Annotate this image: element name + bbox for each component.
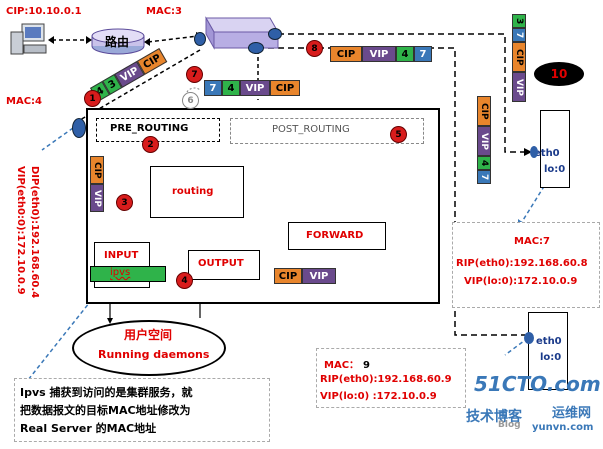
port-icon — [248, 42, 264, 54]
watermark-site4: yunvn.com — [532, 422, 594, 433]
packet-right: 3 7 CIP VIP — [512, 14, 526, 102]
rs2-port-icon — [524, 332, 534, 344]
step-3: 3 — [116, 194, 133, 211]
ipvs-label: ipvs — [110, 267, 131, 278]
router-icon — [90, 28, 146, 56]
port-icon — [194, 32, 206, 46]
rs1-rip: RIP(eth0):192.168.60.8 — [456, 258, 588, 269]
rs1-box — [540, 110, 570, 188]
rs2-mac: MAC：9 — [324, 360, 370, 371]
router-mac: MAC:3 — [146, 6, 182, 17]
step-2: 2 — [142, 136, 159, 153]
director-dip: DIP(eth0):192.168.60.4 — [29, 166, 40, 299]
rs1-port-icon — [530, 146, 538, 158]
rs2-box — [528, 312, 568, 390]
step-7: 7 — [186, 66, 203, 83]
ipvs-bar — [90, 266, 166, 282]
routing-box — [150, 166, 244, 218]
step-5: 5 — [390, 126, 407, 143]
watermark-blog: Blog — [498, 420, 521, 430]
routing-label: routing — [172, 186, 214, 197]
output-label: OUTPUT — [198, 258, 244, 269]
forward-box — [288, 222, 386, 250]
packet-inside-vertical: CIP VIP — [90, 156, 104, 212]
watermark-site2: 技术博客 — [466, 409, 522, 425]
router-label: 路由 — [105, 35, 130, 49]
post-routing-label: POST_ROUTING — [272, 124, 350, 135]
packet-inside-horizontal: CIP VIP — [274, 268, 336, 284]
port-icon — [268, 28, 282, 40]
switch-icon — [196, 14, 280, 54]
note-line-2: 把数据报文的目标MAC地址修改为 — [20, 404, 191, 417]
director-vip: VIP(eth0:0):172.10.0.9 — [15, 166, 26, 295]
rs1-vip: VIP(lo:0):172.10.0.9 — [464, 276, 578, 287]
rs2-rip: RIP(eth0):192.168.60.9 — [320, 374, 452, 385]
step-10: 10 — [534, 62, 584, 86]
input-label: INPUT — [104, 250, 139, 261]
step-6: 6 — [182, 92, 199, 109]
note-box — [14, 378, 270, 442]
forward-label: FORWARD — [306, 230, 364, 241]
director-mac: MAC:4 — [6, 96, 42, 107]
client-computer-icon — [6, 22, 50, 58]
step-4: 4 — [176, 272, 193, 289]
pre-routing-label: PRE_ROUTING — [110, 123, 189, 134]
director-port-icon — [72, 118, 86, 138]
client-cip: CIP:10.10.0.1 — [6, 6, 82, 17]
output-box — [188, 250, 260, 280]
packet-8: CIP VIP 4 7 — [330, 46, 432, 62]
rs1-lo0: lo:0 — [544, 164, 566, 175]
rs1-mac: MAC:7 — [514, 236, 550, 247]
note-line-3: Real Server 的MAC地址 — [20, 422, 157, 435]
userspace-ellipse — [72, 320, 226, 376]
daemons-label: Running daemons — [98, 348, 210, 361]
rs1-info-box — [452, 222, 600, 308]
rs2-vip: VIP(lo:0) :172.10.0.9 — [320, 391, 437, 402]
packet-rs: CIP VIP 4 7 — [477, 96, 491, 184]
packet-7: 7 4 VIP CIP — [204, 80, 300, 96]
userspace-label: 用户空间 — [124, 328, 173, 342]
note-line-1: Ipvs 捕获到访问的是集群服务，就 — [20, 386, 193, 399]
step-1: 1 — [84, 90, 101, 107]
step-8: 8 — [306, 40, 323, 57]
rs1-eth0: eth0 — [534, 148, 560, 159]
watermark-site3: 运维网 — [552, 406, 592, 421]
rs2-lo0: lo:0 — [540, 352, 562, 363]
watermark-site1: 51CTO.com — [474, 372, 601, 396]
rs2-eth0: eth0 — [536, 336, 562, 347]
rs2-info-box — [316, 348, 466, 408]
